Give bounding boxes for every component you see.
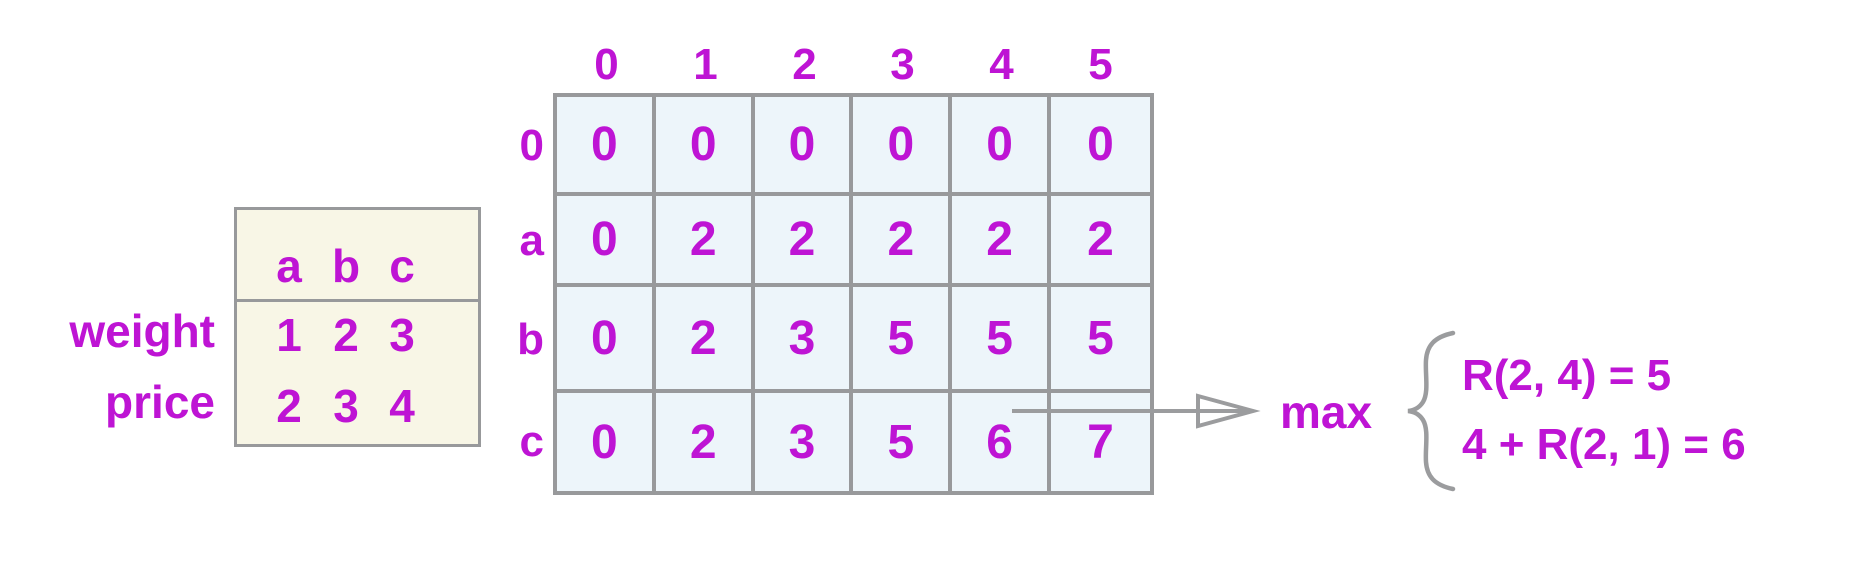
dp-cell: 0: [853, 97, 953, 196]
weight-value: 2: [333, 309, 359, 361]
item-column-b: b: [331, 240, 361, 292]
curly-brace: [1407, 330, 1456, 492]
weight-value: 1: [276, 309, 302, 361]
price-value: 3: [333, 380, 359, 432]
dp-cell: 0: [557, 97, 656, 196]
dp-cell: 0: [754, 97, 854, 196]
dp-cell: 0: [1050, 97, 1150, 196]
dp-cell: 0: [557, 393, 656, 491]
dp-col-header-2: 2: [792, 40, 817, 89]
weight-value: 3: [389, 309, 415, 361]
dp-cell: 5: [1050, 287, 1150, 393]
dp-table: 0 0 0 0 0 0 0 2 2 2 2 2 0 2 3 5 5 5 0 2 …: [553, 93, 1154, 495]
dp-cell: 2: [1050, 196, 1150, 287]
dp-row-header-0: 0: [519, 121, 544, 170]
dp-cell: 2: [655, 287, 755, 393]
dp-cell: 2: [655, 393, 755, 491]
dp-col-header-1: 1: [693, 40, 718, 89]
dp-cell: 2: [754, 196, 854, 287]
price-row-label: price: [105, 376, 215, 428]
max-case-1: R(2, 4) = 5: [1462, 351, 1672, 400]
item-table-divider: [237, 299, 478, 302]
dp-row-header-b: b: [517, 315, 544, 364]
dp-cell: 5: [853, 393, 953, 491]
max-label: max: [1279, 386, 1373, 438]
price-value: 2: [276, 380, 302, 432]
dp-row-header-c: c: [519, 417, 544, 466]
dp-col-header-5: 5: [1088, 40, 1113, 89]
max-case-2: 4 + R(2, 1) = 6: [1462, 420, 1746, 469]
dp-cell: 2: [655, 196, 755, 287]
dp-cell: 2: [853, 196, 953, 287]
dp-cell: 3: [754, 287, 854, 393]
dp-cell: 5: [853, 287, 953, 393]
dp-cell: 0: [952, 97, 1051, 196]
dp-cell: 7: [1050, 393, 1150, 491]
dp-cell: 0: [557, 287, 656, 393]
dp-col-header-4: 4: [989, 40, 1014, 89]
dp-cell: 0: [557, 196, 656, 287]
item-column-c: c: [389, 240, 415, 292]
dp-cell: 2: [952, 196, 1051, 287]
dp-col-header-0: 0: [594, 40, 619, 89]
dp-cell: 0: [655, 97, 755, 196]
item-column-a: a: [276, 240, 302, 292]
dp-cell: 5: [952, 287, 1051, 393]
arrow-head: [1196, 393, 1261, 429]
item-table: a b c 1 2 3 2 3 4: [234, 207, 481, 447]
dp-row-header-a: a: [519, 216, 544, 265]
dp-cell: 6: [952, 393, 1051, 491]
dp-col-header-3: 3: [890, 40, 915, 89]
weight-row-label: weight: [69, 305, 215, 357]
dp-cell: 3: [754, 393, 854, 491]
price-value: 4: [389, 380, 415, 432]
